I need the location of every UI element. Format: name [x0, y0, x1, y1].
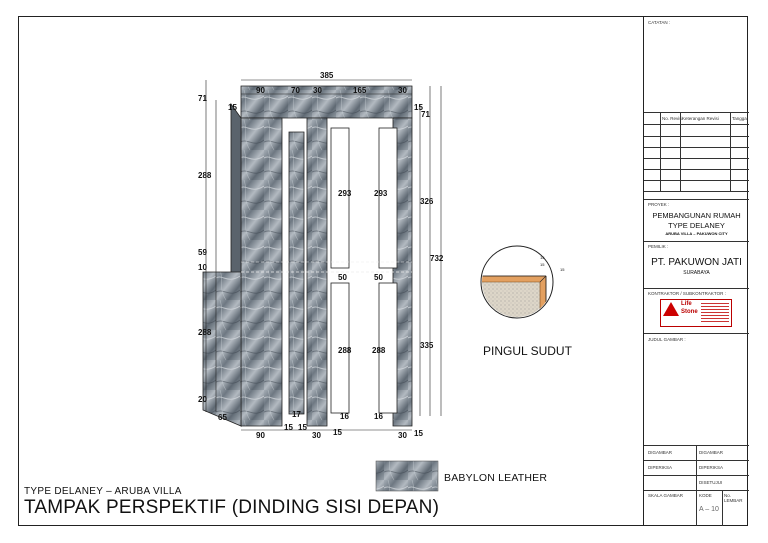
owner-name: PT. PAKUWON JATI [651, 257, 742, 268]
revision-header-date: Tanggal [732, 116, 748, 121]
drawing-title: TAMPAK PERSPEKTIF (DINDING SISI DEPAN) [24, 497, 440, 518]
dim-inner-293b: 293 [374, 189, 388, 198]
dim-bottom-90: 90 [256, 431, 265, 440]
drawing-subtitle: TYPE DELANEY – ARUBA VILLA [24, 486, 182, 497]
logo-text-life: Life [681, 301, 692, 307]
project-label: PROYEK : [648, 202, 670, 207]
dim-inner-288b: 288 [372, 346, 386, 355]
detail-label: PINGUL SUDUT [483, 344, 572, 358]
dim-inner-50b: 50 [374, 273, 383, 282]
dim-bottom-30a: 30 [312, 431, 321, 440]
notes-label: CATATAN : [648, 20, 671, 25]
dim-bottom-16a: 16 [340, 412, 349, 421]
scale-label: SKALA GAMBAR [648, 493, 684, 498]
dim-left-288b: 288 [198, 328, 212, 337]
dim-top-30a: 30 [313, 86, 322, 95]
dim-inner-293a: 293 [338, 189, 352, 198]
drawing-code: A – 10 [699, 506, 719, 513]
drawn-value: DIGAMBAR [699, 450, 724, 455]
detail-dim-2: 15 [540, 262, 545, 267]
dim-top-90: 90 [256, 86, 265, 95]
dim-left-15: 15 [228, 103, 237, 112]
logo-text-stone: Stone [681, 309, 698, 315]
code-label: KODE [699, 493, 712, 498]
dim-top-30b: 30 [398, 86, 407, 95]
dim-bottom-15a: 15 [284, 423, 293, 432]
dim-right-15: 15 [414, 103, 423, 112]
corner-detail: 15 15 15 [480, 245, 565, 319]
dimension-lines [205, 79, 442, 431]
checked-value: DIPERIKSA [699, 465, 724, 470]
dim-inner-288a: 288 [338, 346, 352, 355]
project-line-1: PEMBANGUNAN RUMAH [652, 211, 741, 220]
project-line-3: ARUBA VILLA – PAKUWON CITY [665, 231, 728, 236]
title-block: CATATAN : No. Revisi Keterangan Revisi T… [643, 16, 749, 526]
dim-right-71: 71 [421, 110, 430, 119]
checked-label: DIPERIKSA [648, 465, 673, 470]
dim-top-165: 165 [353, 86, 367, 95]
drawing-name-label: JUDUL GAMBAR : [648, 337, 686, 342]
detail-dim-1: 15 [540, 255, 545, 260]
dim-left-71: 71 [198, 94, 207, 103]
drawing-sheet-border [18, 16, 748, 526]
drawn-label: DIGAMBAR [648, 450, 673, 455]
dim-top-70: 70 [291, 86, 300, 95]
dim-top-total: 385 [320, 71, 334, 80]
revision-header-desc: Keterangan Revisi [682, 116, 719, 121]
dim-right-335: 335 [420, 341, 434, 350]
dim-left-59: 59 [198, 248, 207, 257]
contractor-label: KONTRAKTOR / SUBKONTRAKTOR : [648, 291, 726, 296]
detail-dim-3: 15 [560, 267, 565, 272]
dim-left-20: 20 [198, 395, 207, 404]
project-line-2: TYPE DELANEY [668, 221, 725, 230]
dim-inner-50a: 50 [338, 273, 347, 282]
dim-bottom-16b: 16 [374, 412, 383, 421]
dim-left-10: 10 [198, 263, 207, 272]
legend-material-label: BABYLON LEATHER [444, 472, 548, 484]
marble-elevation [202, 85, 413, 427]
dim-right-732: 732 [430, 254, 444, 263]
dim-left-65: 65 [218, 413, 227, 422]
legend-swatch-babylon-leather [375, 460, 439, 492]
contractor-logo: Life Stone [660, 299, 732, 327]
approved-label: DISETUJUI [699, 480, 723, 485]
dim-right-326: 326 [420, 197, 434, 206]
dim-bottom-30b: 30 [398, 431, 407, 440]
dim-bottom-15c: 15 [333, 428, 342, 437]
revision-header-no: No. Revisi [662, 116, 683, 121]
dim-right-15b: 15 [414, 429, 423, 438]
dim-bottom-17: 17 [292, 410, 301, 419]
owner-label: PEMILIK : [648, 244, 669, 249]
owner-city: SURABAYA [683, 270, 710, 276]
dim-bottom-15b: 15 [298, 423, 307, 432]
dim-left-288a: 288 [198, 171, 212, 180]
sheet-no-label: No. LEMBAR [724, 493, 743, 503]
